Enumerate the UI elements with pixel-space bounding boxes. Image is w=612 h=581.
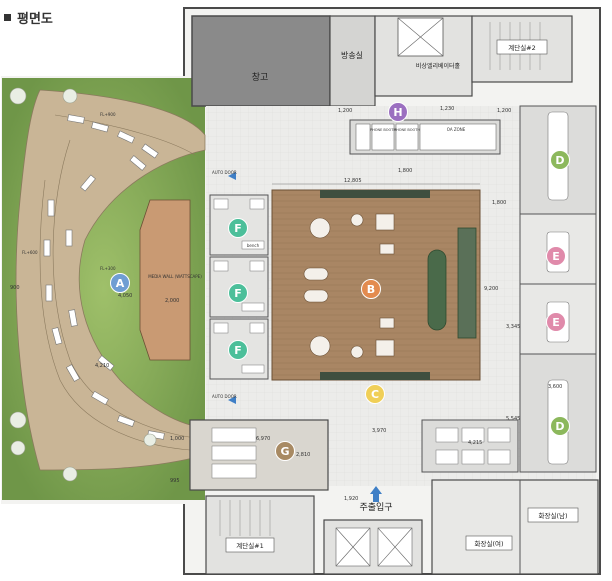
restroom-m-label: 화장실(남) [539, 511, 568, 520]
zone-marker-c: C [365, 384, 385, 404]
dim-4050: 4,050 [118, 293, 132, 299]
zone-marker-f: F [228, 283, 248, 303]
phone-booth-label-2: PHONE BOOTH [394, 128, 420, 132]
zone-label: G [280, 445, 289, 458]
dim-4210: 4,210 [95, 363, 109, 369]
auto-door-label: AUTO DOOR [212, 170, 237, 175]
elevator-hall-label: 비상엘리베이터홀 [416, 62, 461, 70]
zone-circle [228, 283, 248, 303]
restroom-f-label: 화장실(여) [475, 539, 504, 548]
garden-tables [43, 114, 165, 440]
zone-markers: A B C D D E E F F F G H [110, 102, 570, 461]
zone-marker-d: D [550, 150, 570, 170]
zone-marker-a: A [110, 273, 130, 293]
dim-1920: 1,920 [344, 496, 358, 502]
zone-marker-d: D [550, 416, 570, 436]
phone-booth-label: PHONE BOOTH [370, 128, 396, 132]
zone-label: D [555, 154, 564, 167]
page-title-text: 평면도 [17, 11, 53, 27]
zone-circle [110, 273, 130, 293]
zone-marker-f: F [228, 340, 248, 360]
zone-label: F [234, 344, 242, 357]
zone-circle [228, 340, 248, 360]
dim-5545: 5,545 [506, 416, 520, 422]
fl-label-300: FL+300 [100, 266, 116, 271]
zone-circle [550, 150, 570, 170]
broadcast-label: 방송실 [341, 50, 363, 60]
zone-circle [550, 416, 570, 436]
dim-3345: 3,345 [506, 324, 520, 330]
dim-4215: 4,215 [468, 440, 482, 446]
bullet-icon [4, 13, 11, 21]
planter-strip-bottom [320, 372, 430, 380]
zone-marker-g: G [275, 441, 295, 461]
stair1-label: 계단실#1 [236, 541, 264, 550]
zone-circle [275, 441, 295, 461]
zone-label: F [234, 287, 242, 300]
dim-12805: 12,805 [344, 178, 362, 184]
zone-label: E [552, 316, 560, 329]
zone-label: E [552, 250, 560, 263]
fl-label-900: FL+900 [100, 112, 116, 117]
broadcast-room [329, 15, 376, 107]
terraced-seating [15, 89, 206, 471]
zone-marker-f: F [228, 218, 248, 238]
media-wall [139, 199, 191, 361]
storage-room [191, 15, 331, 107]
entrance-arrow-icon [370, 486, 382, 502]
long-table [427, 249, 447, 331]
storage-label: 창고 [252, 72, 269, 83]
dim-3970: 3,970 [372, 428, 386, 434]
planter-strip-top [320, 190, 430, 198]
fl-label-600: FL+600 [22, 250, 38, 255]
zone-marker-b: B [361, 279, 381, 299]
planters [9, 87, 157, 482]
zone-label: H [393, 106, 402, 119]
bench-label: bench [247, 243, 260, 248]
dim-2000: 2,000 [165, 298, 179, 304]
zone-circle [546, 312, 566, 332]
dim-995: 995 [170, 478, 180, 484]
auto-door-arrow-icon-2 [228, 396, 236, 404]
dim-6970: 6,970 [256, 436, 270, 442]
shelving [457, 227, 477, 339]
zone-circle [365, 384, 385, 404]
dim-1000: 1,000 [170, 436, 184, 442]
dim-1800b: 1,800 [492, 200, 506, 206]
zone-label: A [116, 277, 125, 290]
entrance-label: 주출입구 [359, 501, 392, 513]
media-wall-label: MEDIA WALL (WATTSCAPE) [148, 274, 202, 279]
page-title: 평면도 [4, 8, 53, 27]
auto-door-label-2: AUTO DOOR [212, 394, 237, 399]
oa-zone-label: OA ZONE [447, 127, 466, 132]
dim-9200: 9,200 [484, 286, 498, 292]
zone-label: B [367, 283, 375, 296]
dim-3600: 3,600 [548, 384, 562, 390]
zone-marker-h: H [388, 102, 408, 122]
dim-1800a: 1,800 [398, 168, 412, 174]
dim-1230: 1,230 [440, 106, 454, 112]
zone-circle [228, 218, 248, 238]
stair2-label: 계단실#2 [508, 43, 536, 52]
zone-circle [546, 246, 566, 266]
zone-circle [388, 102, 408, 122]
zone-label: D [555, 420, 564, 433]
auto-door-arrow-icon [228, 172, 236, 180]
dim-2810: 2,810 [296, 452, 310, 458]
restrooms [431, 479, 599, 575]
zone-label: C [371, 388, 379, 401]
dim-900: 900 [10, 285, 20, 291]
dim-1200a: 1,200 [338, 108, 352, 114]
zone-marker-e: E [546, 246, 566, 266]
zone-label: F [234, 222, 242, 235]
zone-circle [361, 279, 381, 299]
dim-1200b: 1,200 [497, 108, 511, 114]
zone-marker-e: E [546, 312, 566, 332]
lounge-furniture [303, 213, 395, 359]
